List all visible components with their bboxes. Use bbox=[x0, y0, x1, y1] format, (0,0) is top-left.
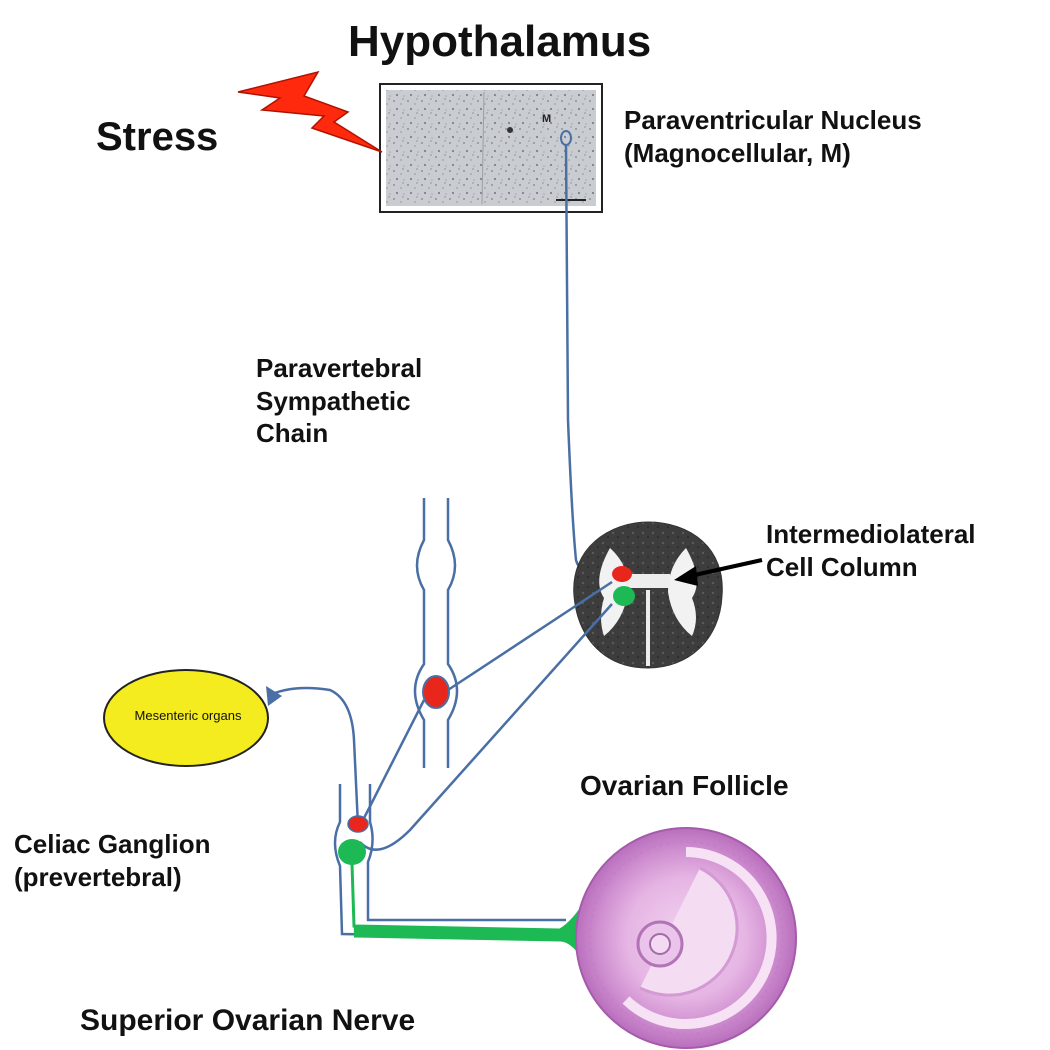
celiac-label-line-2: (prevertebral) bbox=[14, 861, 182, 892]
arrow-left-icon bbox=[674, 566, 698, 586]
hypothalamus-micrograph: M bbox=[379, 83, 603, 213]
mesenteric-organs bbox=[103, 669, 269, 767]
celiac-label-line-1: Celiac Ganglion bbox=[14, 829, 211, 859]
mesenteric-fiber bbox=[267, 686, 360, 827]
chain-label-line-2: Sympathetic bbox=[256, 385, 411, 416]
mesenteric-organs-label: Mesenteric organs bbox=[134, 708, 242, 723]
spinal-cord-section bbox=[573, 521, 723, 669]
stress-label: Stress bbox=[96, 115, 219, 159]
celiac-ganglion bbox=[333, 784, 569, 940]
lightning-bolt-icon bbox=[237, 70, 383, 153]
sympathetic-chain bbox=[413, 498, 459, 768]
chain-ganglion-red bbox=[422, 675, 450, 709]
celiac-neuron-red bbox=[347, 815, 369, 833]
page-title: Hypothalamus bbox=[348, 17, 652, 66]
iml-neuron-green bbox=[613, 586, 635, 606]
ovarian-follicle-label: Ovarian Follicle bbox=[580, 770, 789, 801]
superior-ovarian-nerve-label: Superior Ovarian Nerve bbox=[80, 1004, 416, 1037]
pvn-label-line-2: (Magnocellular, M) bbox=[624, 137, 851, 168]
ovarian-follicle bbox=[575, 827, 797, 1049]
iml-neuron-red bbox=[612, 566, 632, 582]
chain-label-line-1: Paravertebral bbox=[256, 353, 423, 383]
pvn-label-line-1: Paraventricular Nucleus bbox=[624, 105, 922, 135]
iml-label-line-2: Cell Column bbox=[766, 551, 918, 582]
sympathetic-chain-label: Paravertebral Sympathetic Chain bbox=[256, 352, 422, 450]
mesenteric-terminal bbox=[266, 686, 282, 706]
celiac-neuron-green bbox=[338, 839, 366, 865]
arrow-shaft bbox=[689, 558, 763, 578]
iml-label-line-1: Intermediolateral bbox=[766, 519, 976, 549]
superior-ovarian-nerve-fiber bbox=[350, 863, 590, 967]
fiber-cord-to-chain bbox=[447, 580, 613, 692]
pvn-label: Paraventricular Nucleus (Magnocellular, … bbox=[624, 104, 922, 169]
iml-label: Intermediolateral Cell Column bbox=[766, 518, 976, 583]
micrograph-m-label: M bbox=[542, 113, 551, 125]
chain-label-line-3: Chain bbox=[256, 418, 329, 448]
fiber-cord-to-celiac bbox=[359, 603, 613, 851]
celiac-ganglion-label: Celiac Ganglion (prevertebral) bbox=[14, 828, 211, 893]
